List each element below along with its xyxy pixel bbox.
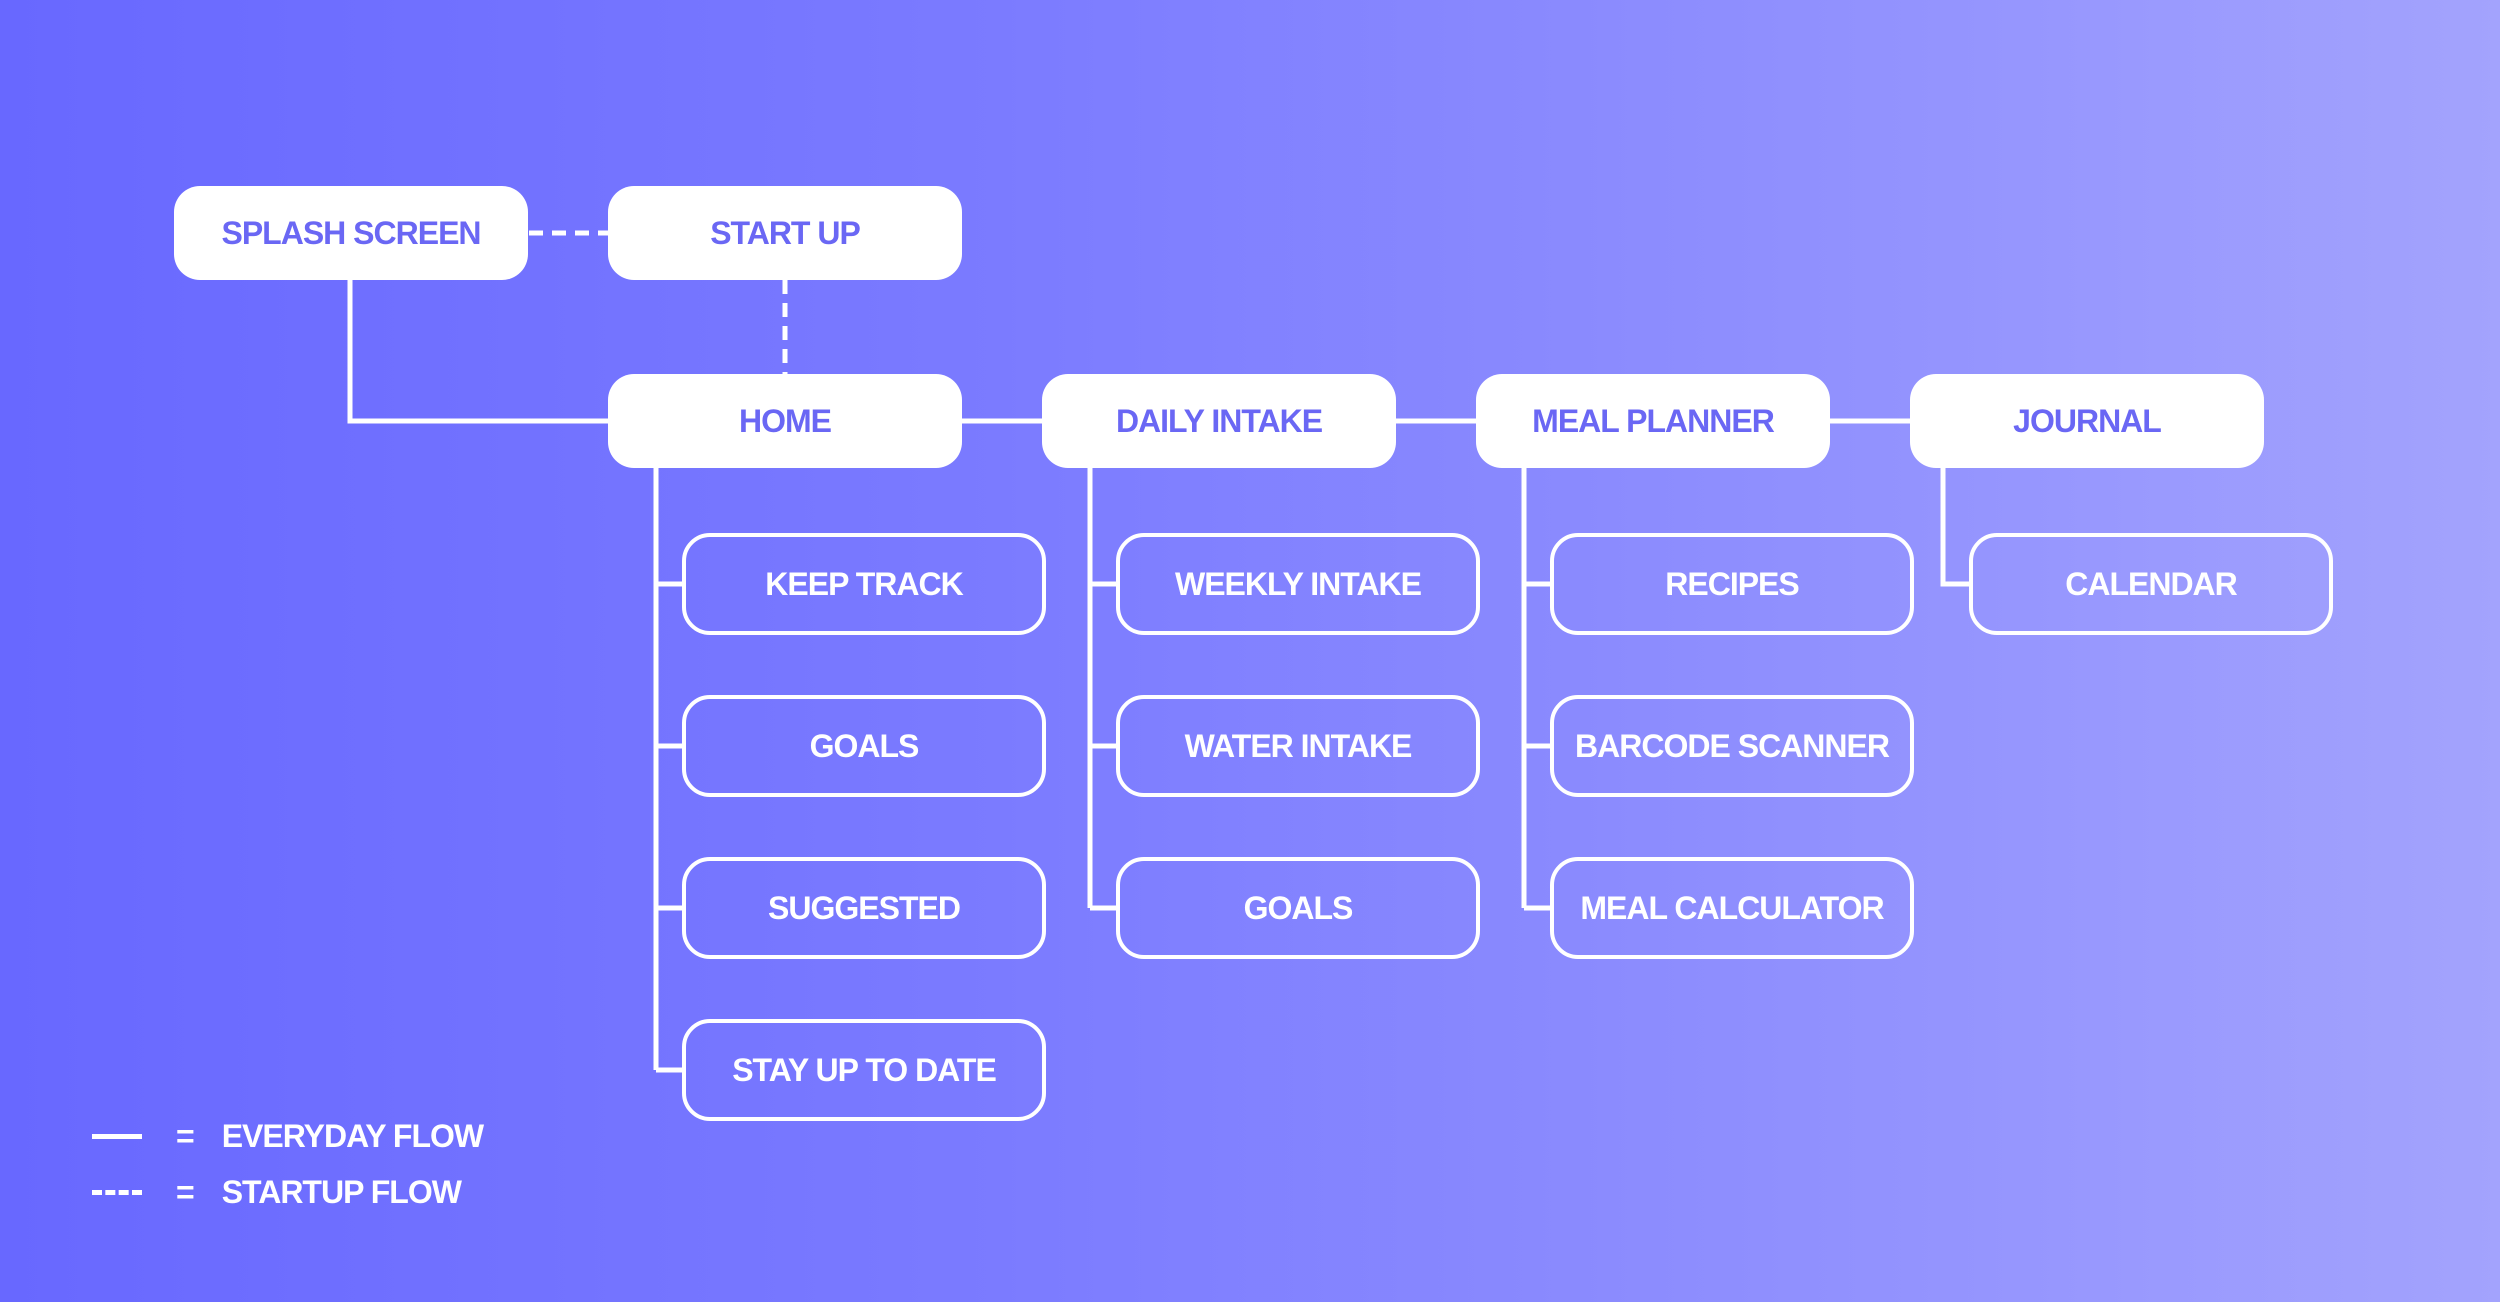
legend-everyday-label: EVERYDAY FLOW [221,1118,484,1154]
home-children-connector [653,468,682,1073]
legend-startup-label: STARTUP FLOW [221,1174,462,1210]
barcode-scanner-node[interactable]: BARCODE SCANNER [1550,695,1914,797]
home-goals-node[interactable]: GOALS [682,695,1046,797]
meal-calculator-node[interactable]: MEAL CALCULATOR [1550,857,1914,959]
legend-equals: = [176,1118,195,1154]
daily-intake-goals-node[interactable]: GOALS [1116,857,1480,959]
splash-screen-node[interactable]: SPLASH SCREEN [174,186,528,280]
keep-track-node[interactable]: KEEP TRACK [682,533,1046,635]
water-intake-node[interactable]: WATER INTAKE [1116,695,1480,797]
daily-intake-children-connector [1087,468,1116,911]
solid-line-icon [92,1134,142,1139]
recipes-node[interactable]: RECIPES [1550,533,1914,635]
start-up-node[interactable]: START UP [608,186,962,280]
splash-to-home-connector [347,280,608,424]
daily-intake-node[interactable]: DAILY INTAKE [1042,374,1396,468]
weekly-intake-node[interactable]: WEEKLY INTAKE [1116,533,1480,635]
meal-planner-children-connector [1521,468,1550,911]
suggested-node[interactable]: SUGGESTED [682,857,1046,959]
journal-children-connector [1940,468,1969,587]
legend-startup-flow: = STARTUP FLOW [92,1174,462,1211]
stay-up-to-date-node[interactable]: STAY UP TO DATE [682,1019,1046,1121]
calendar-node[interactable]: CALENDAR [1969,533,2333,635]
meal-planner-node[interactable]: MEAL PLANNER [1476,374,1830,468]
legend-everyday-flow: = EVERYDAY FLOW [92,1118,484,1155]
legend-equals: = [176,1174,195,1210]
journal-node[interactable]: JOURNAL [1910,374,2264,468]
dashed-line-icon [92,1190,142,1195]
home-node[interactable]: HOME [608,374,962,468]
